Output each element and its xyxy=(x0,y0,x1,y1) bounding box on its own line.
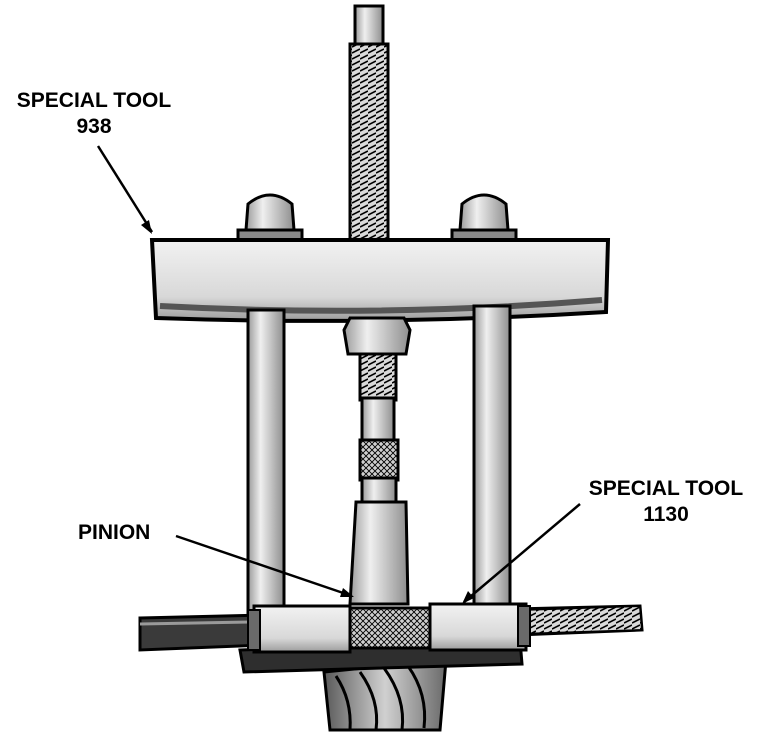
special-tool-938-label-line1: SPECIAL TOOL xyxy=(16,89,172,112)
special-tool-1130-label-line2: 1130 xyxy=(643,503,689,526)
special-tool-938-label: SPECIAL TOOL 938 xyxy=(4,88,184,140)
crossbar-nut-left xyxy=(236,193,304,246)
leader-line-938 xyxy=(96,145,154,234)
special-tool-938-crossbar xyxy=(149,238,611,323)
puller-rod-left xyxy=(246,308,286,618)
special-tool-1130-adapter xyxy=(247,602,531,654)
center-shaft xyxy=(342,316,412,606)
puller-rod-right xyxy=(472,304,512,612)
special-tool-938-label-line2: 938 xyxy=(76,115,112,138)
forcing-screw xyxy=(348,4,390,242)
pinion-label: PINION xyxy=(78,521,151,544)
leader-line-1130 xyxy=(462,503,581,604)
leader-line-pinion xyxy=(175,534,354,598)
crossbar-nut-right xyxy=(450,193,518,246)
special-tool-1130-label-line1: SPECIAL TOOL xyxy=(588,477,744,500)
special-tool-1130-label: SPECIAL TOOL 1130 xyxy=(576,476,756,528)
